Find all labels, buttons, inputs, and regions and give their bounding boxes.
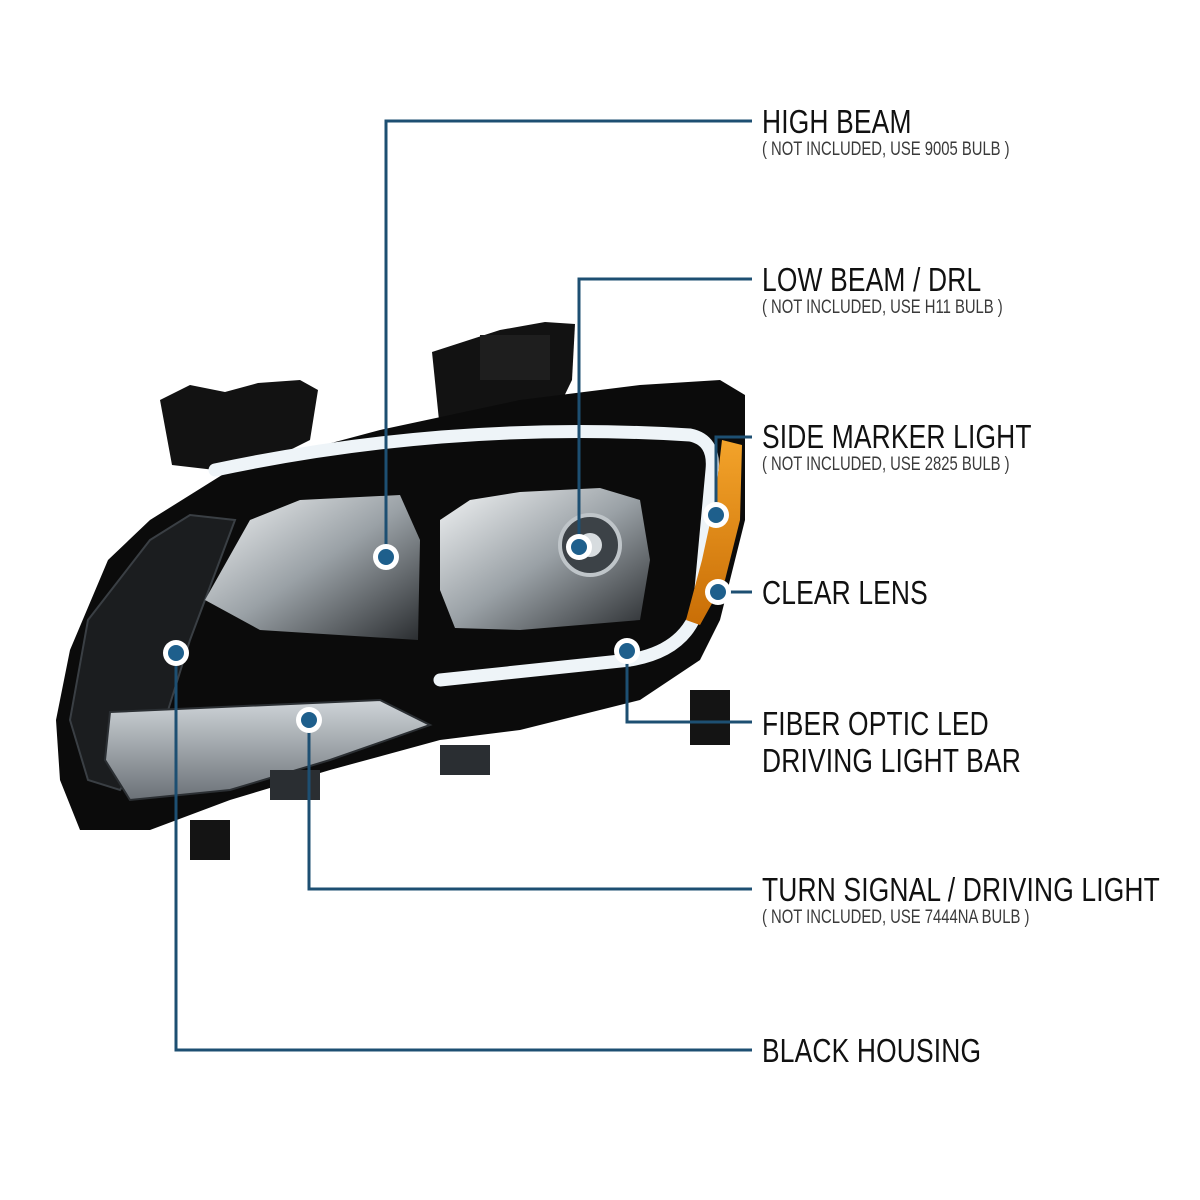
bottom-tabs <box>190 690 730 860</box>
dot-marker-icon <box>705 579 731 605</box>
dot-marker-icon <box>163 640 189 666</box>
leader-high-beam <box>384 119 752 555</box>
callout-clear-lens: CLEAR LENS <box>762 574 969 611</box>
callout-title: CLEAR LENS <box>762 574 928 611</box>
callout-subtitle: ( NOT INCLUDED, USE 7444NA BULB ) <box>762 907 1030 928</box>
leader-lines <box>174 119 752 1052</box>
callout-low-beam: LOW BEAM / DRL ( NOT INCLUDED, USE H11 B… <box>762 261 1071 318</box>
dot-marker-icon <box>566 534 592 560</box>
leader-side-marker <box>714 435 752 515</box>
callout-title-line-2: DRIVING LIGHT BAR <box>762 742 1021 779</box>
callout-side-marker: SIDE MARKER LIGHT ( NOT INCLUDED, USE 28… <box>762 418 1099 475</box>
callout-title: TURN SIGNAL / DRIVING LIGHT <box>762 871 1160 908</box>
leader-black-housing <box>174 652 752 1052</box>
callout-black-housing: BLACK HOUSING <box>762 1032 1036 1069</box>
callout-turn-signal: TURN SIGNAL / DRIVING LIGHT ( NOT INCLUD… <box>762 871 1200 928</box>
callout-title: BLACK HOUSING <box>762 1032 982 1069</box>
callout-fiber-optic: FIBER OPTIC LED DRIVING LIGHT BAR <box>762 705 1086 779</box>
callout-title: LOW BEAM / DRL <box>762 261 982 298</box>
fiber-optic-light-bar <box>208 425 719 687</box>
callout-subtitle: ( NOT INCLUDED, USE 2825 BULB ) <box>762 454 1010 475</box>
leader-low-beam <box>577 277 752 545</box>
leader-fiber-optic <box>625 650 752 724</box>
callout-markers <box>163 502 731 733</box>
callout-title: FIBER OPTIC LED <box>762 705 989 742</box>
amber-side-marker <box>686 440 742 625</box>
callout-title: SIDE MARKER LIGHT <box>762 418 1032 455</box>
callout-high-beam: HIGH BEAM ( NOT INCLUDED, USE 9005 BULB … <box>762 103 1079 160</box>
callout-subtitle: ( NOT INCLUDED, USE 9005 BULB ) <box>762 139 1010 160</box>
dot-marker-icon <box>373 544 399 570</box>
dot-marker-icon <box>296 707 322 733</box>
high-beam-reflector <box>205 495 420 640</box>
leader-turn-signal <box>307 720 752 891</box>
callout-subtitle: ( NOT INCLUDED, USE H11 BULB ) <box>762 297 1003 318</box>
dot-marker-icon <box>614 638 640 664</box>
dot-marker-icon <box>703 502 729 528</box>
callout-title: HIGH BEAM <box>762 103 912 140</box>
